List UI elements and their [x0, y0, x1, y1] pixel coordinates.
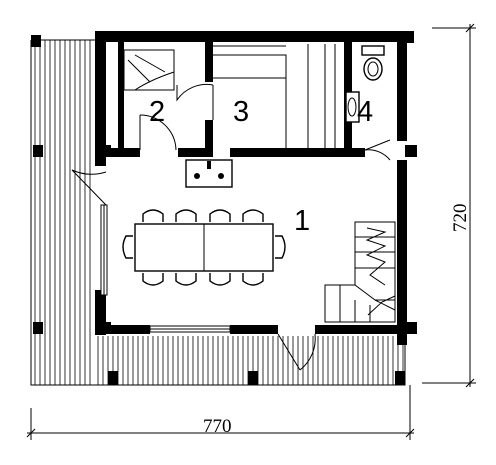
stove-icon	[185, 159, 233, 188]
width-dimension-label: 770	[203, 416, 232, 437]
sink-icon	[345, 91, 360, 123]
chair	[209, 209, 231, 222]
sauna-bench-icon	[213, 44, 336, 148]
staircase-icon	[324, 221, 396, 323]
dining-table-icon	[134, 223, 274, 272]
width-dimension	[26, 385, 415, 440]
chair	[242, 273, 264, 286]
left-window	[100, 204, 108, 296]
chair	[175, 273, 197, 286]
shower-tray-icon	[123, 49, 175, 91]
chair	[142, 209, 164, 222]
chair	[242, 209, 264, 222]
chair	[275, 235, 286, 259]
room-label-2: 2	[149, 96, 165, 128]
doors	[71, 83, 391, 371]
room-label-3: 3	[233, 96, 249, 128]
toilet-icon	[361, 45, 385, 81]
chair	[175, 209, 197, 222]
height-dimension	[422, 23, 476, 388]
bottom-terrace-hatching	[97, 336, 404, 385]
height-dimension-label: 720	[450, 204, 471, 233]
walls	[31, 31, 417, 385]
left-terrace-hatching	[34, 40, 91, 385]
chair	[122, 235, 133, 259]
bottom-window	[149, 325, 231, 333]
room-label-1: 1	[294, 205, 310, 237]
terrace-outline	[30, 40, 406, 386]
chair	[209, 273, 231, 286]
chairs	[122, 209, 286, 286]
room-label-4: 4	[357, 96, 373, 128]
chair	[142, 273, 164, 286]
